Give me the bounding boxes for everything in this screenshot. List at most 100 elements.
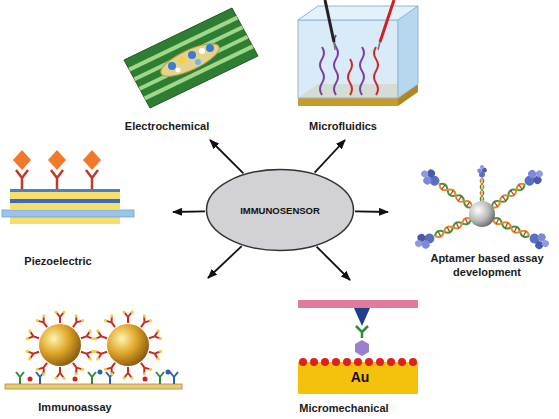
art-part <box>107 324 149 366</box>
art-part <box>409 358 417 366</box>
art-part <box>10 189 120 192</box>
art-part <box>124 8 258 108</box>
art-part <box>39 324 81 366</box>
art-part <box>334 35 338 95</box>
art-part <box>16 170 28 189</box>
art-part <box>10 192 120 199</box>
text-holder: IMMUNOSENSOR <box>205 168 355 252</box>
art-part <box>360 47 364 95</box>
art-part <box>122 310 133 323</box>
art-part <box>365 358 373 366</box>
text-holder: Piezoelectric <box>3 254 113 268</box>
art-part <box>398 6 418 98</box>
art-part <box>98 370 103 375</box>
art-part <box>188 51 196 59</box>
art-part <box>387 358 395 366</box>
art-part <box>374 47 378 95</box>
category-label: Micromechanical <box>299 401 388 415</box>
art-part <box>298 98 398 106</box>
art-part <box>489 212 551 252</box>
art-part <box>206 44 214 52</box>
art-part <box>79 346 94 361</box>
art-part <box>320 47 324 95</box>
art-part <box>166 370 171 375</box>
text-holder: Electrochemical <box>107 119 227 133</box>
art-part <box>412 212 474 252</box>
art-part <box>298 362 418 394</box>
art-part <box>86 170 98 189</box>
piezoelectric-illustration <box>2 150 134 224</box>
art-part <box>2 210 134 217</box>
art-part <box>176 68 181 73</box>
art-part <box>469 201 495 227</box>
category-label: Piezoelectric <box>24 254 91 268</box>
art-part <box>354 308 370 326</box>
art-part <box>93 329 108 344</box>
category-label: Immunoassay <box>38 400 111 414</box>
category-node: Microfluidics <box>280 0 420 140</box>
ellipse-shape <box>207 170 354 251</box>
connector-arrow <box>173 210 205 212</box>
art-part <box>147 329 162 344</box>
text-holder: Aptamer based assay development <box>417 251 557 279</box>
art-part <box>354 358 362 366</box>
art-part <box>25 329 40 344</box>
art-part <box>73 377 78 382</box>
art-part <box>25 346 40 361</box>
art-part <box>143 377 148 382</box>
aptamer-illustration <box>412 165 552 252</box>
art-part <box>355 340 369 356</box>
art-part <box>298 300 418 308</box>
art-part <box>79 329 94 344</box>
art-part <box>179 57 186 64</box>
art-part <box>16 372 24 384</box>
connector-arrow <box>208 246 242 278</box>
art-part <box>343 358 351 366</box>
art-part <box>83 150 101 170</box>
art-part <box>157 37 223 82</box>
art-part <box>199 48 205 54</box>
microfluidics-illustration <box>298 0 418 106</box>
art-part <box>334 42 335 50</box>
art-part <box>298 6 418 20</box>
art-part <box>122 367 133 380</box>
art-part <box>48 150 66 170</box>
art-part <box>140 37 248 89</box>
category-label: Aptamer based assay development <box>417 251 557 279</box>
art-part <box>54 310 65 323</box>
art-part <box>380 0 394 42</box>
art-part <box>195 59 201 65</box>
connector-arrow <box>210 140 243 173</box>
art-part <box>10 217 120 224</box>
art-part <box>51 170 63 189</box>
art-part <box>477 165 487 202</box>
art-part <box>310 358 318 366</box>
category-node: Aptamer based assay development <box>388 150 559 285</box>
art-part <box>417 165 477 213</box>
art-part <box>378 42 380 50</box>
art-part <box>376 358 384 366</box>
category-node: Immunoassay <box>0 278 208 419</box>
art-part <box>321 358 329 366</box>
art-part <box>487 165 547 213</box>
art-part <box>299 358 307 366</box>
part-label: Au <box>335 369 385 385</box>
category-node: Electrochemical <box>100 0 260 140</box>
connector-arrow <box>315 140 345 173</box>
art-part <box>147 346 162 361</box>
art-part <box>10 199 120 203</box>
art-part <box>398 358 406 366</box>
art-part <box>170 372 178 384</box>
art-part <box>5 384 182 389</box>
connector-arrow <box>317 247 350 280</box>
immunoassay-illustration <box>5 310 182 389</box>
art-part <box>356 326 368 338</box>
art-part <box>88 372 96 384</box>
text-holder: Micromechanical <box>284 401 404 415</box>
category-label: Electrochemical <box>125 119 209 133</box>
art-part <box>332 358 340 366</box>
text-holder: Immunoassay <box>15 400 135 414</box>
art-part <box>28 377 33 382</box>
art-part <box>325 0 334 42</box>
